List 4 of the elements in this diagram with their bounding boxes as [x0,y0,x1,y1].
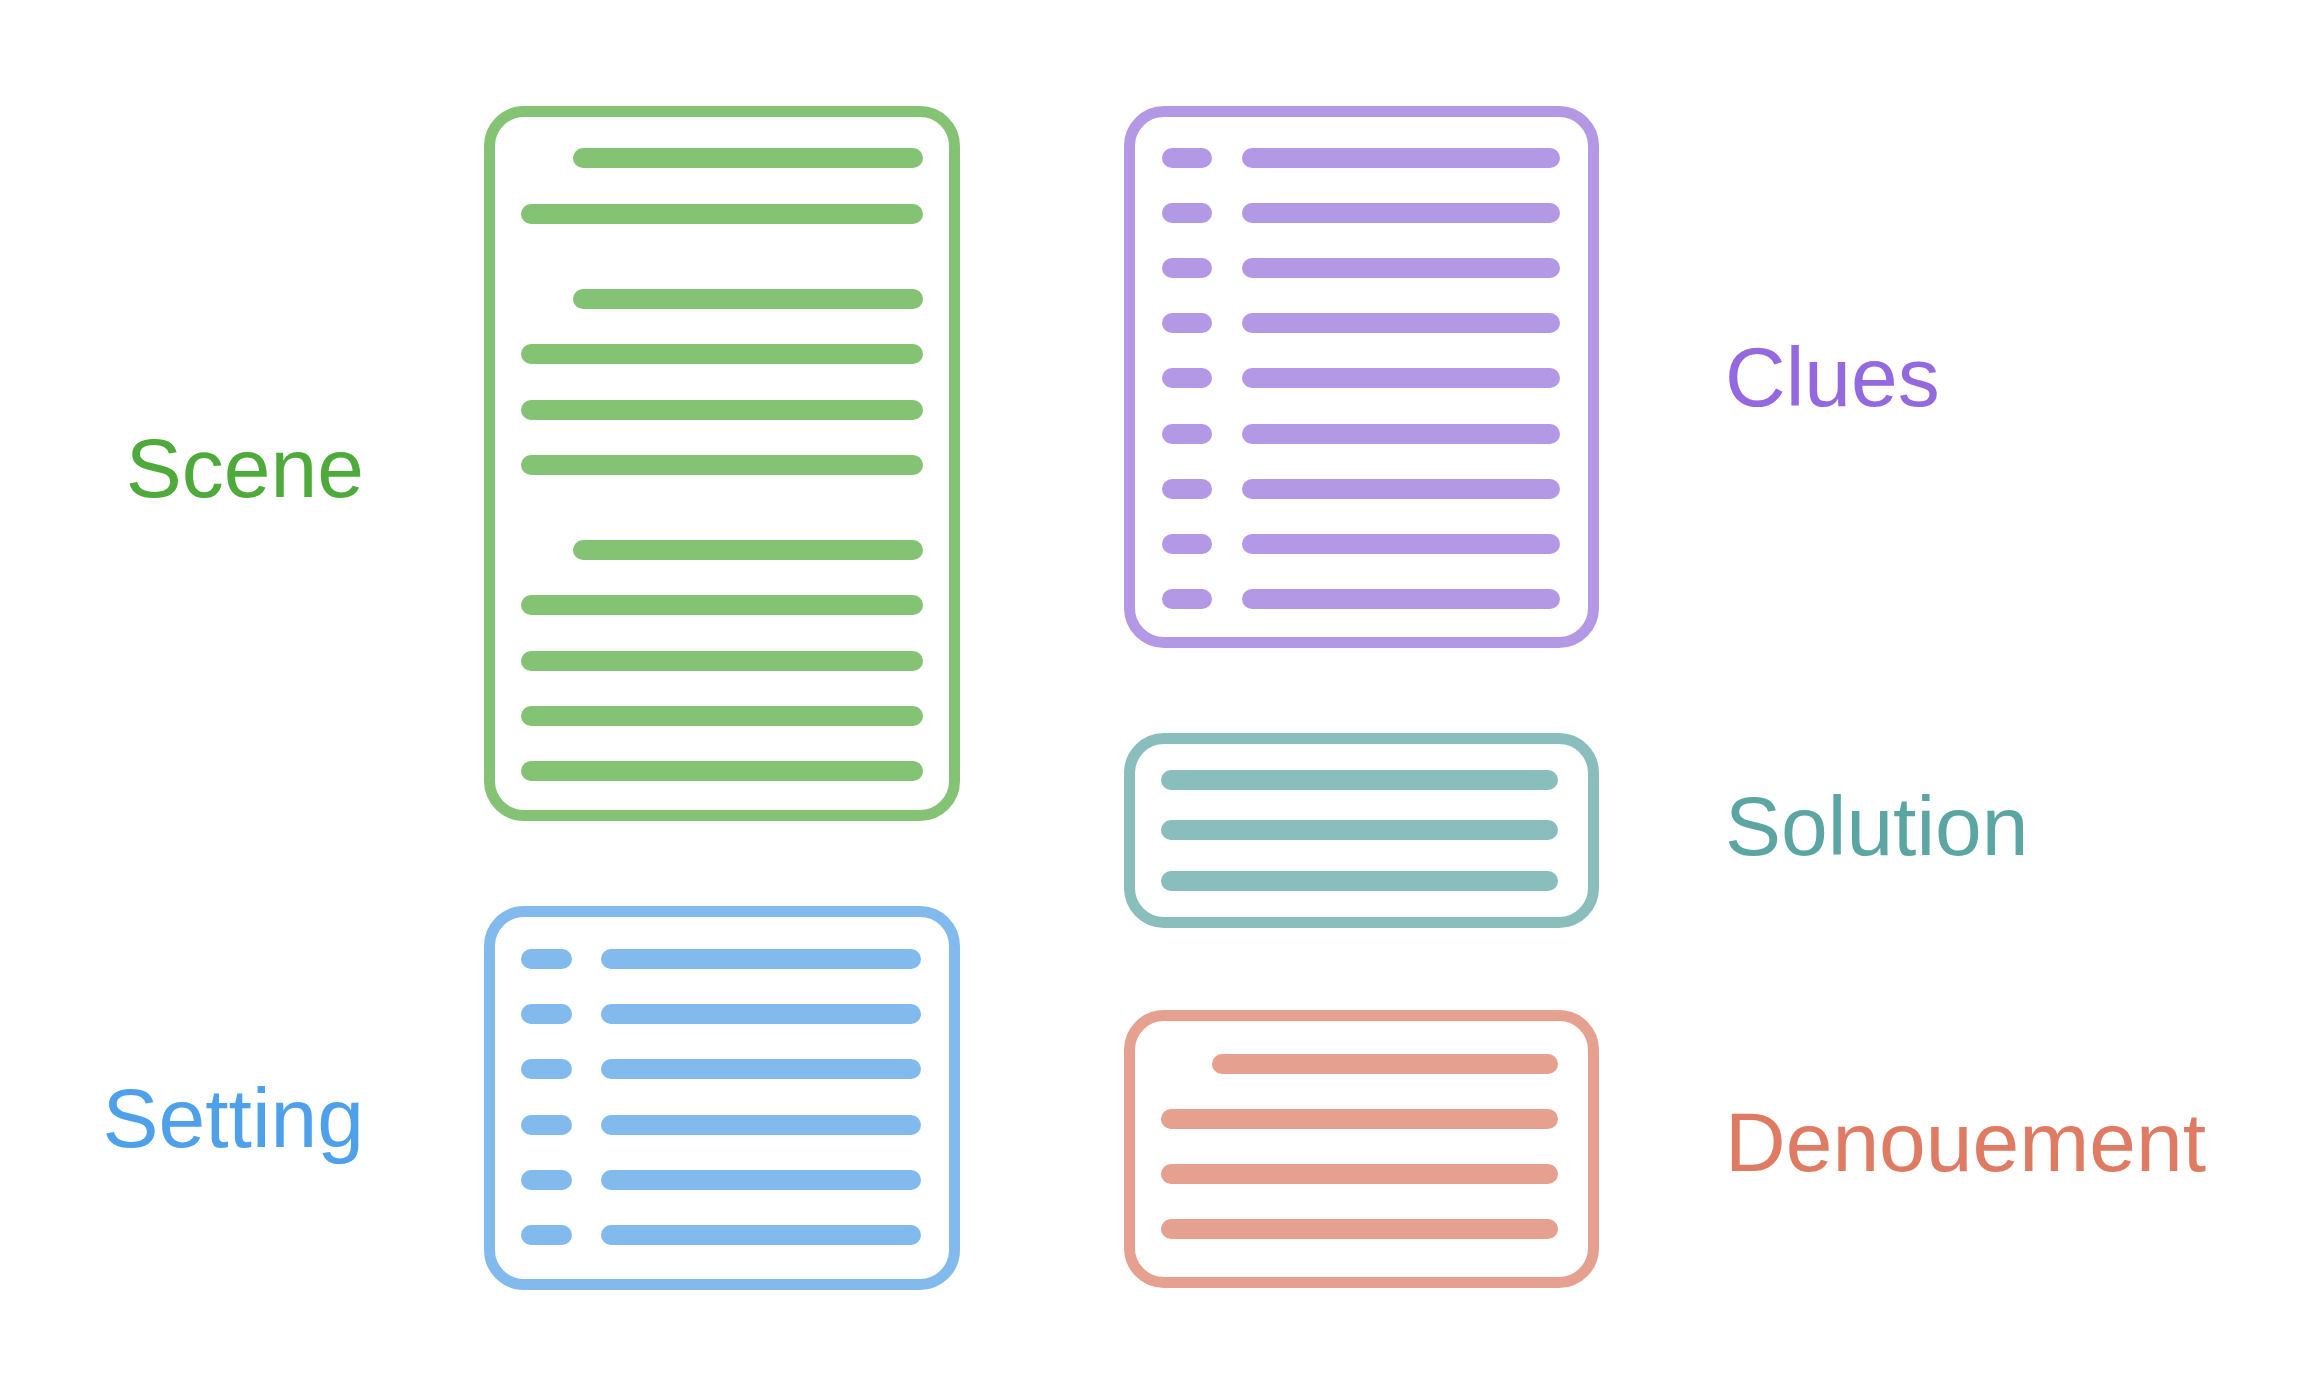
section-label: Scene [125,426,364,510]
section-label: Clues [1725,335,1940,419]
section-label: Solution [1725,784,2029,868]
section-label: Denouement [1725,1100,2206,1184]
